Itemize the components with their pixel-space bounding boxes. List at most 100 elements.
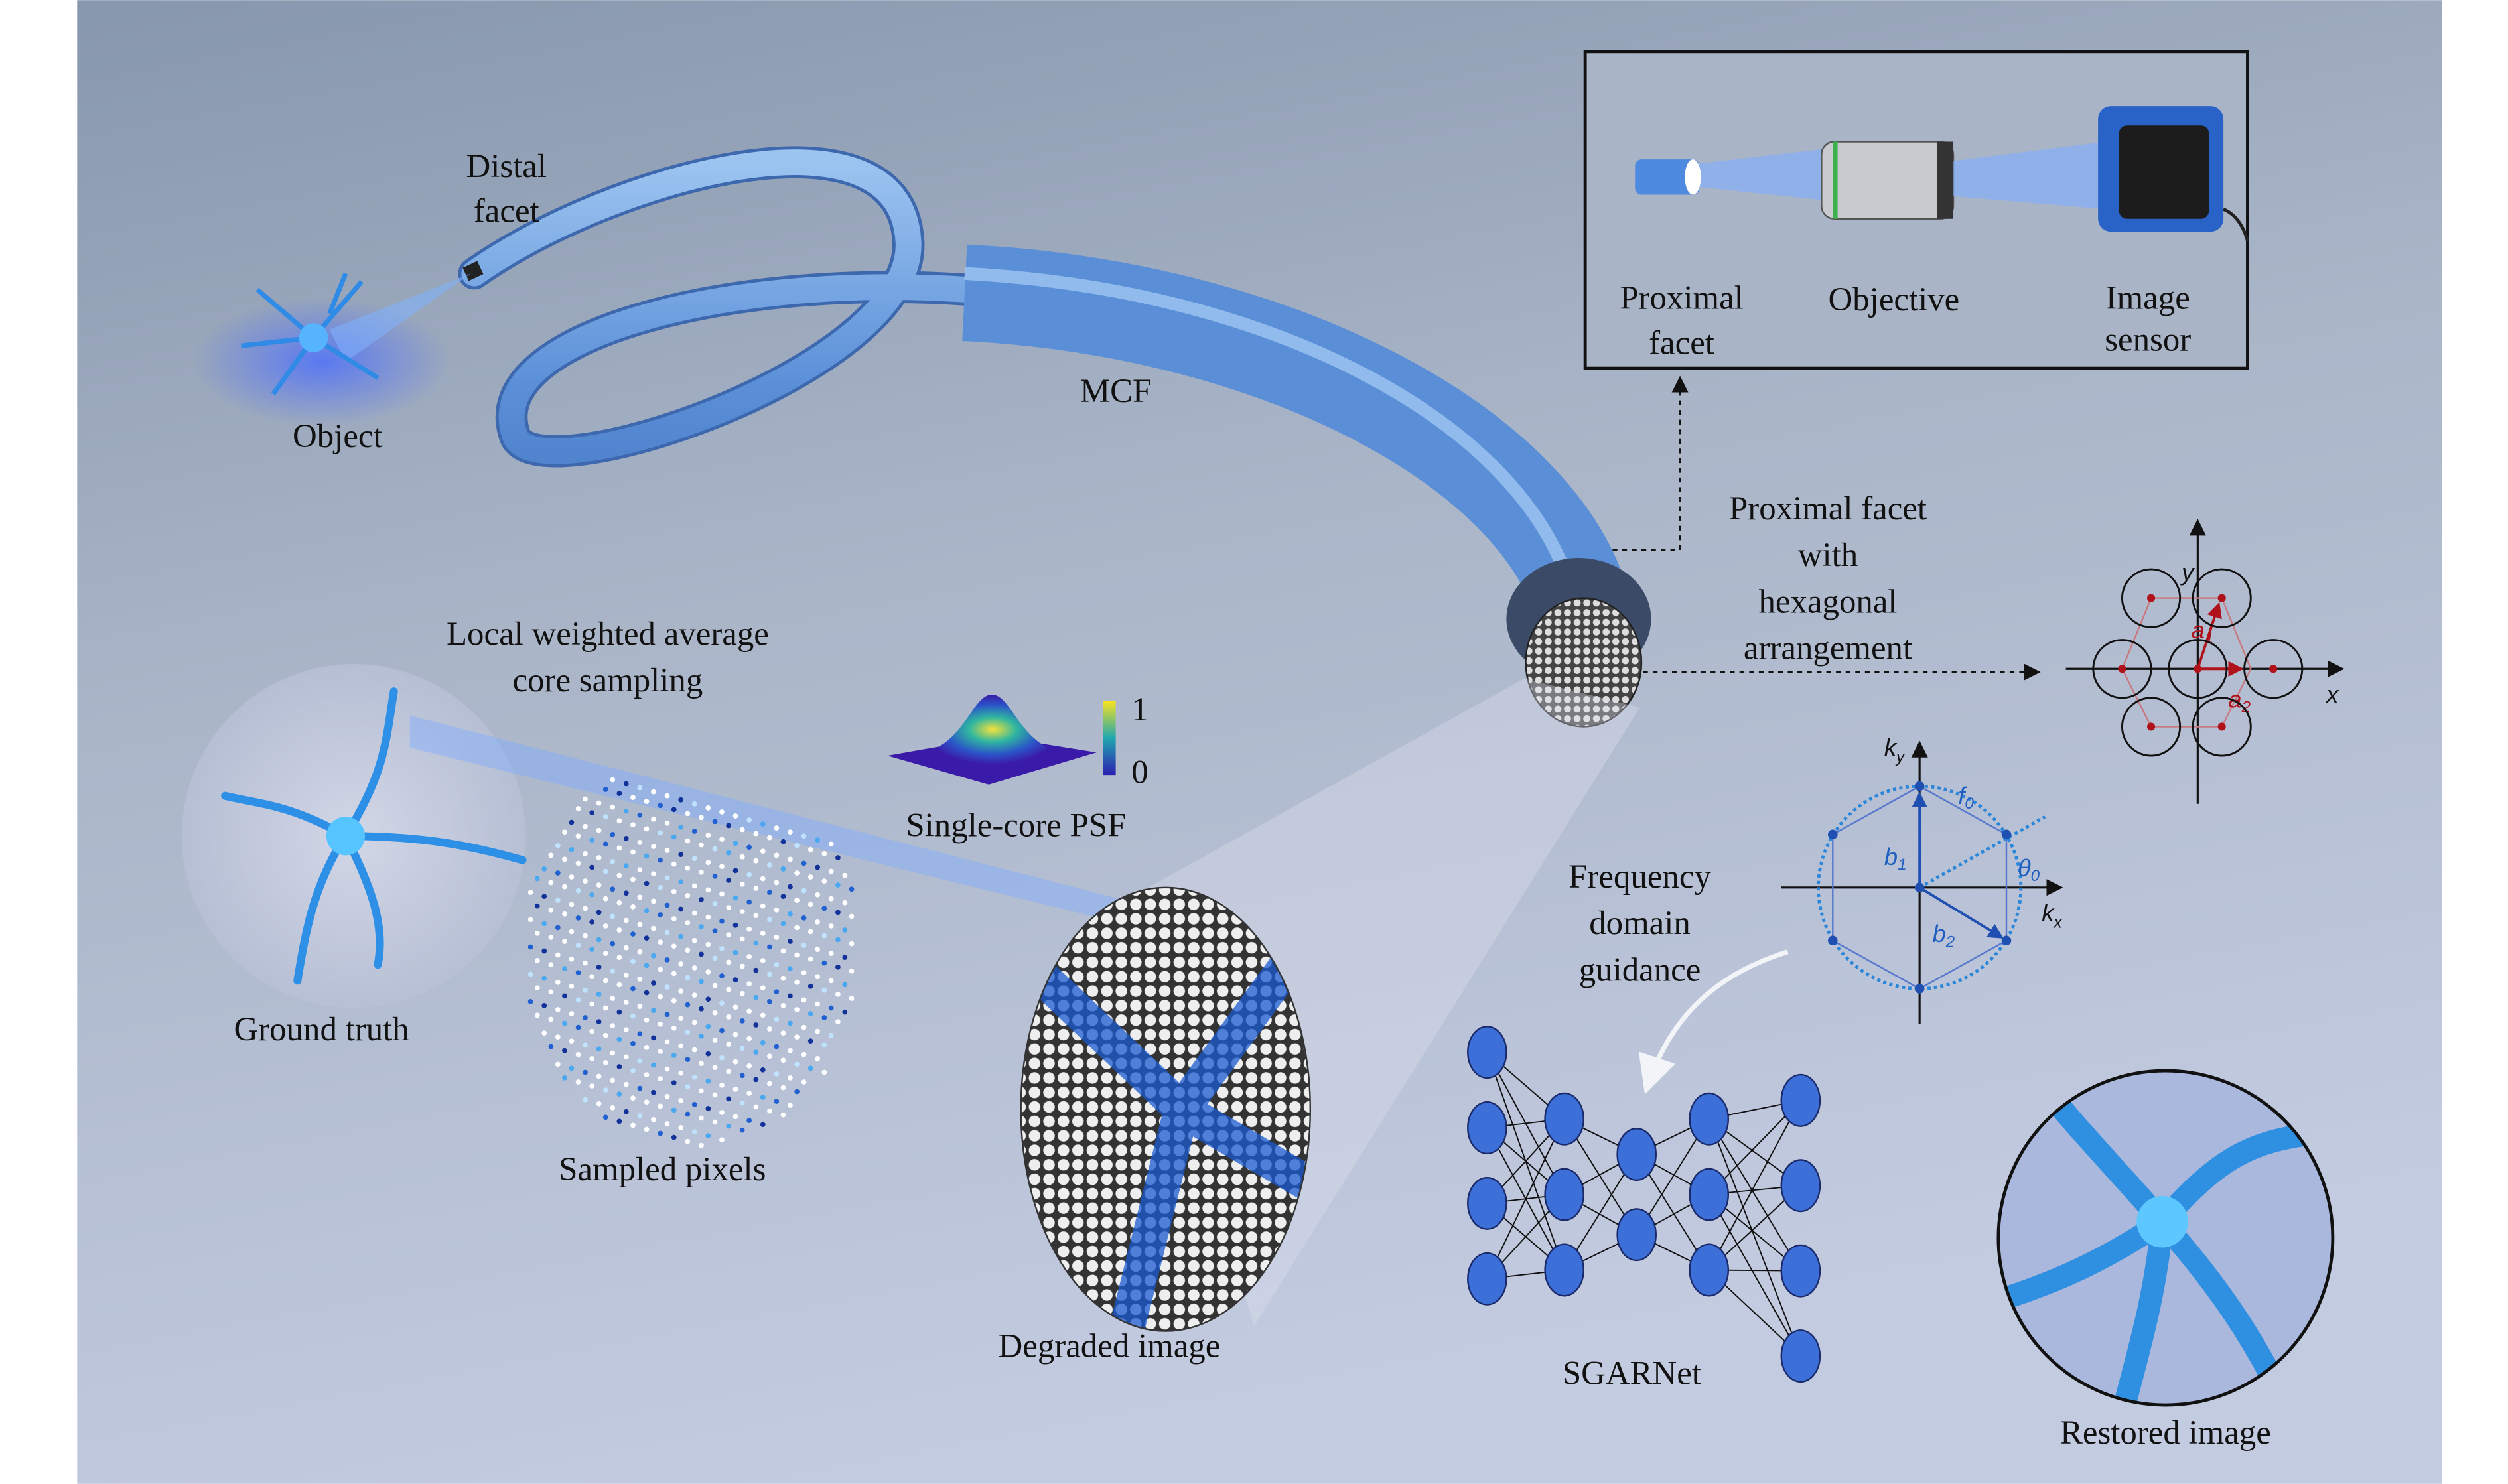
sampled-pixel: [807, 1038, 813, 1044]
sampled-pixel: [719, 1137, 725, 1143]
fiber-core-circle: [2192, 568, 2252, 628]
sampled-pixel: [821, 933, 827, 939]
sampled-pixel: [664, 957, 670, 963]
sampled-pixel: [602, 951, 608, 957]
sampled-pixel: [691, 856, 697, 862]
sampled-pixel: [685, 947, 691, 953]
sampled-pixel: [705, 941, 711, 947]
sampled-pixel: [739, 882, 745, 887]
sampled-pixel: [678, 988, 684, 994]
sampled-pixel: [602, 787, 608, 792]
sampled-pixel: [835, 964, 841, 970]
sampled-pixel: [794, 898, 800, 904]
sampled-pixel: [685, 920, 691, 925]
sampled-pixel: [562, 1047, 567, 1053]
sampled-pixel: [746, 1036, 752, 1042]
sampled-pixel: [569, 956, 575, 962]
k-b2-label: b2: [1933, 920, 1955, 951]
sampled-pixel: [767, 917, 772, 923]
sampled-pixel: [726, 1042, 732, 1047]
k-y-label: ky: [1884, 734, 1906, 766]
sampled-pixel: [534, 1012, 540, 1018]
restored-image-label: Restored image: [2060, 1414, 2271, 1451]
sampled-pixel: [699, 897, 704, 902]
sampled-pixel: [760, 903, 766, 909]
sampled-pixel: [699, 924, 704, 930]
sampled-pixel: [644, 1017, 650, 1023]
sampled-pixel: [555, 1061, 561, 1067]
sampled-pixel: [575, 915, 581, 921]
sampled-pixel: [541, 894, 547, 899]
sampled-pixel: [780, 1112, 786, 1118]
sampled-pixel: [705, 805, 711, 811]
sampled-pixel: [849, 968, 855, 974]
sampled-pixels-label: Sampled pixels: [559, 1151, 766, 1188]
sampled-pixel: [623, 1054, 629, 1060]
sampled-pixel: [712, 1038, 718, 1043]
sampled-pixel: [801, 943, 807, 948]
frequency-peak-dot: [1914, 882, 1925, 893]
sampled-pixel: [555, 979, 561, 985]
proximal-facet-end: [1525, 597, 1643, 728]
fiber-core-circle: [2243, 639, 2304, 699]
sampled-pixel: [780, 894, 786, 899]
sampled-pixel: [630, 1122, 636, 1128]
sampled-pixel: [712, 901, 718, 906]
sampled-pixel: [623, 781, 629, 787]
sampled-pixel: [699, 1006, 704, 1012]
sampled-pixel: [719, 1000, 725, 1006]
sampled-pixel: [664, 820, 670, 826]
network-node: [1780, 1244, 1821, 1298]
sampled-pixel: [746, 899, 752, 905]
sampled-pixel: [739, 936, 745, 942]
sampled-pixel: [610, 996, 616, 1001]
sampled-pixel: [651, 1008, 656, 1014]
hex-x-label: x: [2325, 681, 2339, 708]
sampled-pixel: [637, 949, 643, 955]
hexagonal-lattice-diagram: y x a1 a2: [2065, 519, 2345, 804]
sampled-pixel: [685, 811, 691, 817]
proximal-hex-label-1: Proximal facet: [1729, 490, 1927, 527]
sampled-pixel: [534, 985, 540, 991]
sampled-pixel: [616, 900, 622, 906]
sampled-pixel: [753, 1022, 759, 1028]
sampled-pixel: [651, 925, 656, 931]
sampled-pixel: [664, 793, 670, 799]
sampled-pixel: [637, 812, 643, 818]
sampled-pixel: [583, 987, 588, 993]
sampled-pixel: [541, 1003, 547, 1008]
sampled-pixel: [719, 1055, 725, 1061]
sampled-pixel: [583, 1097, 588, 1103]
sampled-pixel: [746, 844, 752, 850]
sampled-pixel: [616, 1036, 622, 1042]
sampled-pixel: [780, 1030, 786, 1036]
sampled-pixel: [767, 835, 772, 841]
sampled-pixel: [596, 1019, 602, 1024]
sampled-pixel: [664, 902, 670, 908]
sampled-pixel: [630, 822, 636, 828]
hex-y-label: y: [2180, 559, 2195, 586]
inset-sensor-label-2: sensor: [2105, 321, 2191, 358]
sampled-pixel: [610, 804, 616, 810]
sampled-pixel: [753, 913, 759, 919]
sampled-pixel: [726, 1123, 732, 1129]
sampled-pixel: [807, 902, 813, 908]
sampled-pixel: [548, 962, 554, 967]
object-label: Object: [293, 418, 383, 455]
network-node: [1467, 1026, 1507, 1079]
sampled-pixel: [623, 890, 629, 896]
objective-icon: [1821, 141, 1955, 220]
sampled-pixel: [828, 868, 834, 874]
sampled-pixel: [651, 789, 656, 795]
sampled-pixel: [596, 937, 602, 943]
sampled-pixel: [691, 910, 697, 916]
sampled-pixel: [548, 907, 554, 913]
sampled-pixel: [555, 925, 561, 931]
distal-facet-label-2: facet: [474, 193, 539, 230]
sampled-pixel: [569, 1038, 575, 1044]
frequency-peak-dot: [2001, 935, 2012, 946]
sampled-pixel: [616, 845, 622, 851]
network-node: [1544, 1243, 1584, 1297]
sampled-pixel: [767, 944, 772, 950]
